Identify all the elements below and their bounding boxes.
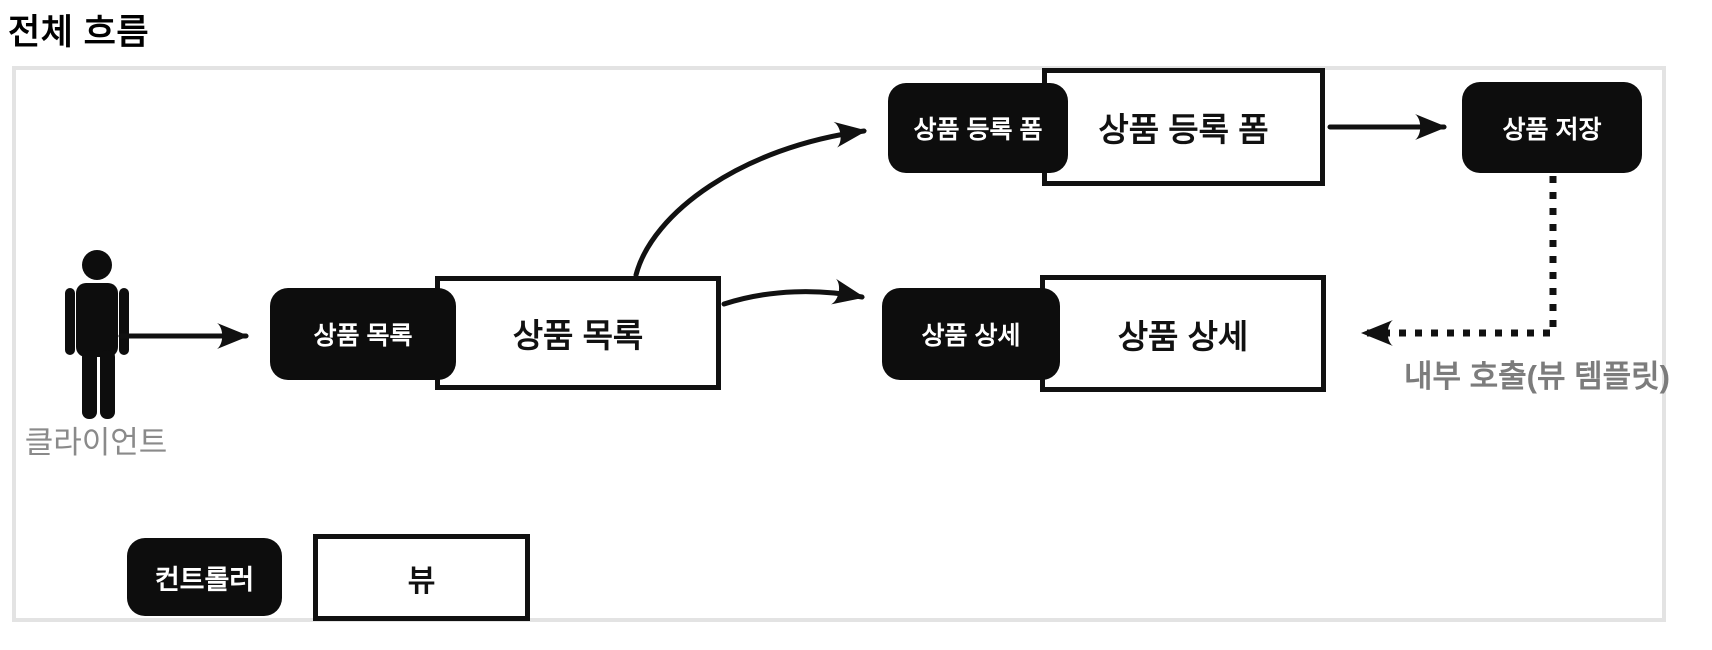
node-product-list-controller: 상품 목록 — [270, 288, 456, 380]
internal-call-label: 내부 호출(뷰 템플릿) — [1403, 359, 1670, 394]
client-label: 클라이언트 — [24, 425, 168, 460]
node-product-save-controller: 상품 저장 — [1462, 82, 1642, 173]
legend-controller: 컨트롤러 — [127, 538, 282, 616]
node-product-form-view: 상품 등록 폼 — [1042, 68, 1325, 186]
node-product-list-view: 상품 목록 — [435, 276, 721, 390]
legend-view: 뷰 — [313, 534, 530, 621]
page-title: 전체 흐름 — [8, 13, 150, 52]
node-product-detail-controller: 상품 상세 — [882, 288, 1060, 380]
node-product-form-controller: 상품 등록 폼 — [888, 83, 1068, 173]
